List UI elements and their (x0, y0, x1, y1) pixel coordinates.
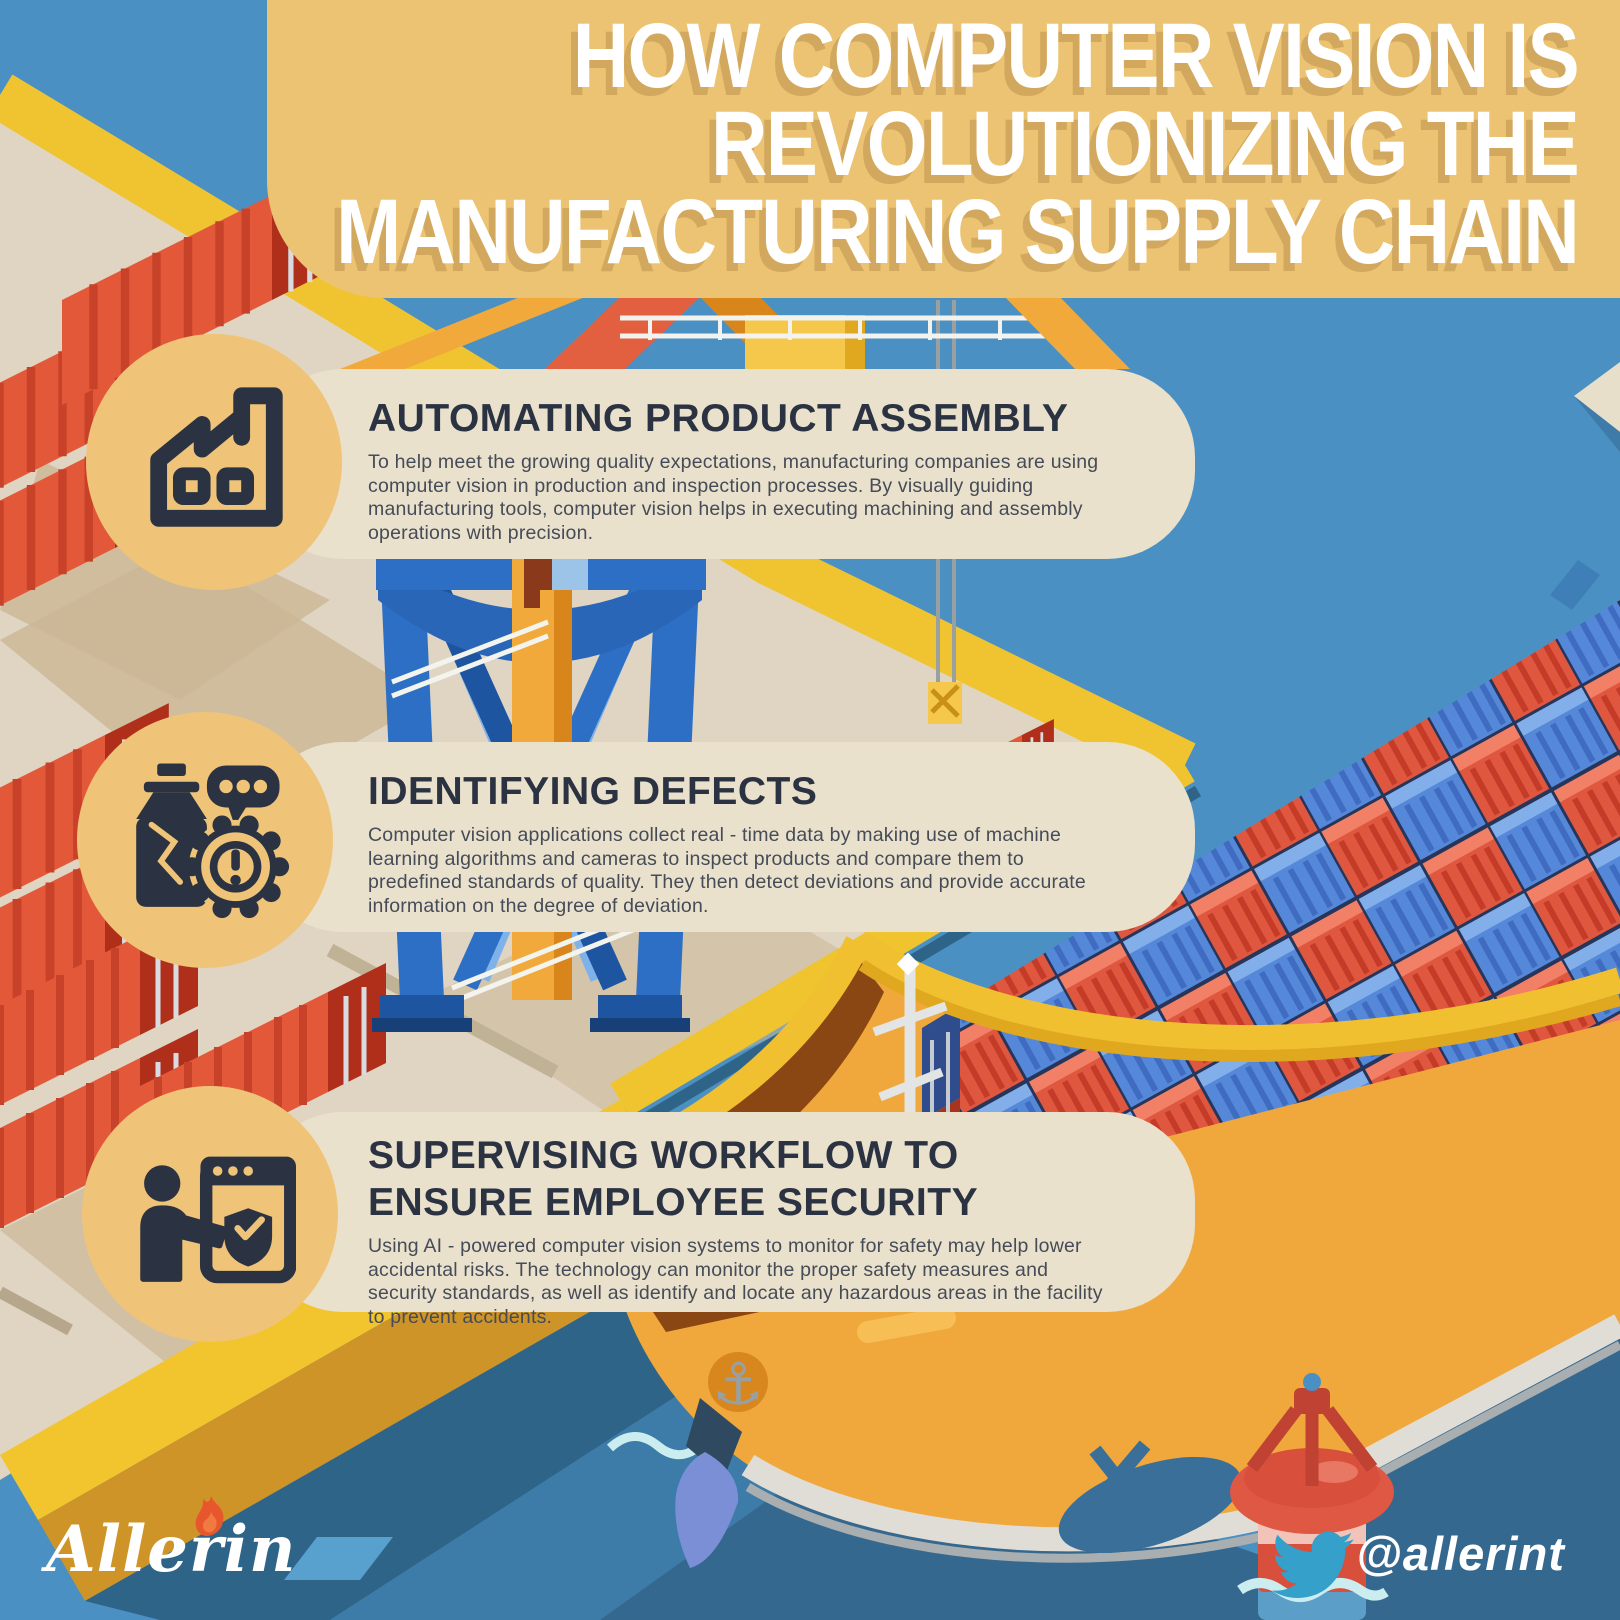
icon-circle-defects (77, 712, 333, 968)
section-panel-identifying-defects: IDENTIFYING DEFECTS Computer vision appl… (255, 742, 1195, 932)
ship-mast (872, 952, 948, 1122)
anchor-icon: ⚓ (712, 1350, 764, 1418)
allerin-logo: Allerin (46, 1496, 297, 1587)
paper-plane-shadow (1574, 396, 1620, 452)
quay-machinery (340, 297, 1130, 369)
cargo-ship: ⚓ (609, 600, 1620, 1568)
section-heading: SUPERVISING WORKFLOW TO ENSURE EMPLOYEE … (368, 1134, 979, 1224)
paper-plane-accent (1574, 362, 1620, 432)
section-body: Computer vision applications collect rea… (368, 824, 1086, 917)
title-line-3: MANUFACTURING SUPPLY CHAIN (336, 181, 1580, 283)
icon-circle-security (82, 1086, 338, 1342)
section-body: To help meet the growing quality expecta… (368, 451, 1099, 544)
defect-inspection-icon (136, 763, 290, 919)
brand-name: Allerin (46, 1512, 297, 1587)
twitter-handle-text[interactable]: @allerint (1356, 1527, 1565, 1580)
section-panel-automating-product-assembly: AUTOMATING PRODUCT ASSEMBLY To help meet… (255, 369, 1195, 559)
section-heading: IDENTIFYING DEFECTS (368, 770, 818, 813)
section-body: Using AI - powered computer vision syste… (368, 1235, 1103, 1328)
twitter-bird-icon[interactable] (1272, 1531, 1354, 1598)
twitter-handle[interactable]: @allerint (1356, 1526, 1565, 1581)
poster-title: HOW COMPUTER VISION IS REVOLUTIONIZING T… (117, 5, 1580, 283)
section-panel-supervising-workflow: SUPERVISING WORKFLOW TO ENSURE EMPLOYEE … (255, 1112, 1195, 1328)
title-banner: HOW COMPUTER VISION IS REVOLUTIONIZING T… (267, 0, 1620, 298)
icon-circle-assembly (86, 334, 342, 590)
flame-icon (195, 1496, 224, 1536)
workflow-security-icon (140, 1156, 296, 1284)
title-line-2: REVOLUTIONIZING THE (711, 93, 1580, 195)
factory-icon (150, 387, 283, 527)
title-line-1: HOW COMPUTER VISION IS (572, 5, 1580, 107)
section-heading: AUTOMATING PRODUCT ASSEMBLY (368, 397, 1069, 440)
sky-accent (1550, 560, 1600, 610)
